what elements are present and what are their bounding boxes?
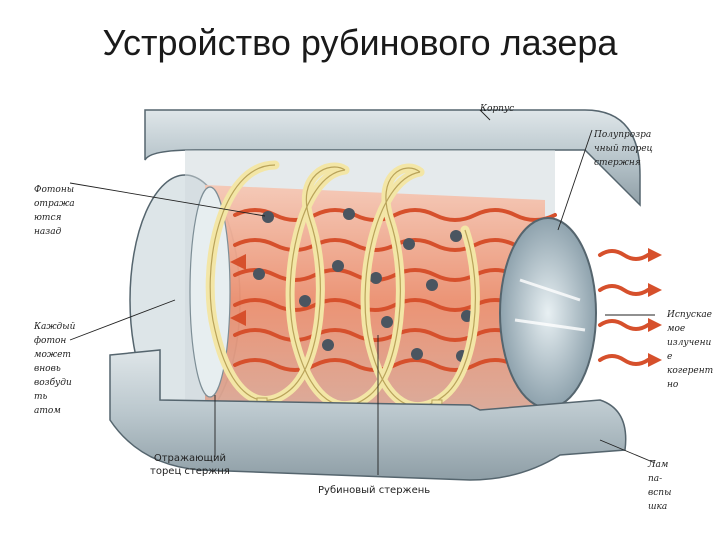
label-korpus: Корпус [480,104,515,114]
emitted-arrowheads [648,248,662,367]
end-light-streaks [514,278,586,332]
label-emission: Испускае мое излучени е когерент но [667,310,714,390]
photon-back-arrows [230,254,246,326]
flash-lamp-coil-outline [209,164,477,408]
housing-top [144,109,641,207]
housing-bottom [109,349,627,481]
label-photons-back: Фотоны отража ются назад [34,185,75,237]
semi-transparent-end [499,217,597,409]
leader-lines [69,109,656,475]
emitted-waves [598,249,650,366]
label-each-photon: Каждый фотон может вновь возбуди ть атом [34,322,76,416]
atoms [253,208,473,362]
label-flash-lamp: Лам па- вспы шка [648,460,672,512]
label-mirror-end: Отражающий торец стержня [150,453,230,477]
label-semi-transparent-end: Полупрозра чный торец стержня [594,130,653,168]
label-ruby-rod: Рубиновый стержень [318,485,431,496]
diagram-title: Устройство рубинового лазера [102,22,618,63]
